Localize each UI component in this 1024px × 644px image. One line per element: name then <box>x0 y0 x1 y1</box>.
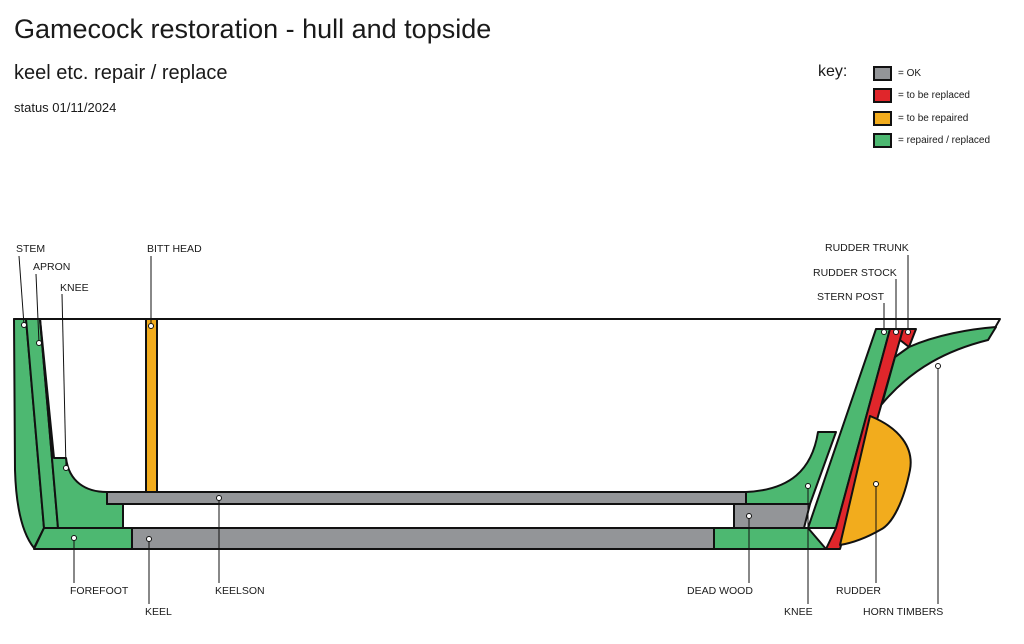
leader-apron <box>35 273 40 344</box>
page-title: Gamecock restoration - hull and topside <box>14 14 492 44</box>
legend-swatch-to-be-repaired <box>873 110 892 126</box>
legend-item-to-be-repaired: = to be repaired <box>873 107 990 130</box>
dot-horn-timbers <box>935 363 941 369</box>
label-forefoot: FOREFOOT <box>70 585 129 597</box>
legend-item-ok: = OK <box>873 62 990 85</box>
dot-apron <box>36 340 42 346</box>
dot-stern-post <box>881 329 887 335</box>
label-keel: KEEL <box>145 606 172 618</box>
dot-rudder <box>873 481 879 487</box>
label-apron: APRON <box>33 261 70 273</box>
leader-knee-fwd <box>61 293 67 469</box>
part-horn-timbers <box>881 326 997 405</box>
label-rudder-trunk: RUDDER TRUNK <box>825 242 909 254</box>
legend-swatch-ok <box>873 65 892 81</box>
dot-bitt-head <box>148 323 154 329</box>
page-subtitle: keel etc. repair / replace <box>14 62 228 84</box>
label-knee-fwd: KNEE <box>60 282 89 294</box>
legend-label-ok: = OK <box>898 67 922 79</box>
dot-knee-fwd <box>63 465 69 471</box>
label-knee-aft: KNEE <box>784 606 813 618</box>
part-dead-wood <box>733 503 811 529</box>
dot-dead-wood <box>746 513 752 519</box>
part-stern-post-heel <box>713 527 827 550</box>
dot-stem <box>21 322 27 328</box>
leader-stem <box>18 255 25 326</box>
label-keelson: KEELSON <box>215 585 265 597</box>
part-rudder <box>839 415 912 546</box>
status-date: status 01/11/2024 <box>14 100 117 115</box>
dot-rudder-trunk <box>905 329 911 335</box>
legend-swatch-to-be-replaced <box>873 88 892 104</box>
label-bitt-head: BITT HEAD <box>147 243 202 255</box>
dot-knee-aft <box>805 483 811 489</box>
label-stern-post: STERN POST <box>817 291 885 303</box>
key-label: key: <box>818 63 848 80</box>
sheer-line <box>13 318 1001 341</box>
part-forefoot <box>33 527 133 550</box>
legend-swatch-repaired-replaced <box>873 133 892 149</box>
dot-forefoot <box>71 535 77 541</box>
dot-rudder-stock <box>893 329 899 335</box>
dot-keel <box>146 536 152 542</box>
legend-label-to-be-repaired: = to be repaired <box>898 112 969 124</box>
dot-keelson <box>216 495 222 501</box>
part-knee-aft <box>745 431 837 505</box>
label-horn-timbers: HORN TIMBERS <box>863 606 943 618</box>
part-bitt-head <box>145 318 158 493</box>
label-rudder-stock: RUDDER STOCK <box>813 267 897 279</box>
legend-item-to-be-replaced: = to be replaced <box>873 85 990 108</box>
legend-label-to-be-replaced: = to be replaced <box>898 90 970 102</box>
label-stem: STEM <box>16 243 45 255</box>
legend: = OK = to be replaced = to be repaired =… <box>873 62 990 152</box>
legend-label-repaired-replaced: = repaired / replaced <box>898 135 991 147</box>
label-dead-wood: DEAD WOOD <box>687 585 753 597</box>
label-rudder: RUDDER <box>836 585 881 597</box>
legend-item-repaired-replaced: = repaired / replaced <box>873 130 990 153</box>
part-keelson <box>106 491 747 505</box>
